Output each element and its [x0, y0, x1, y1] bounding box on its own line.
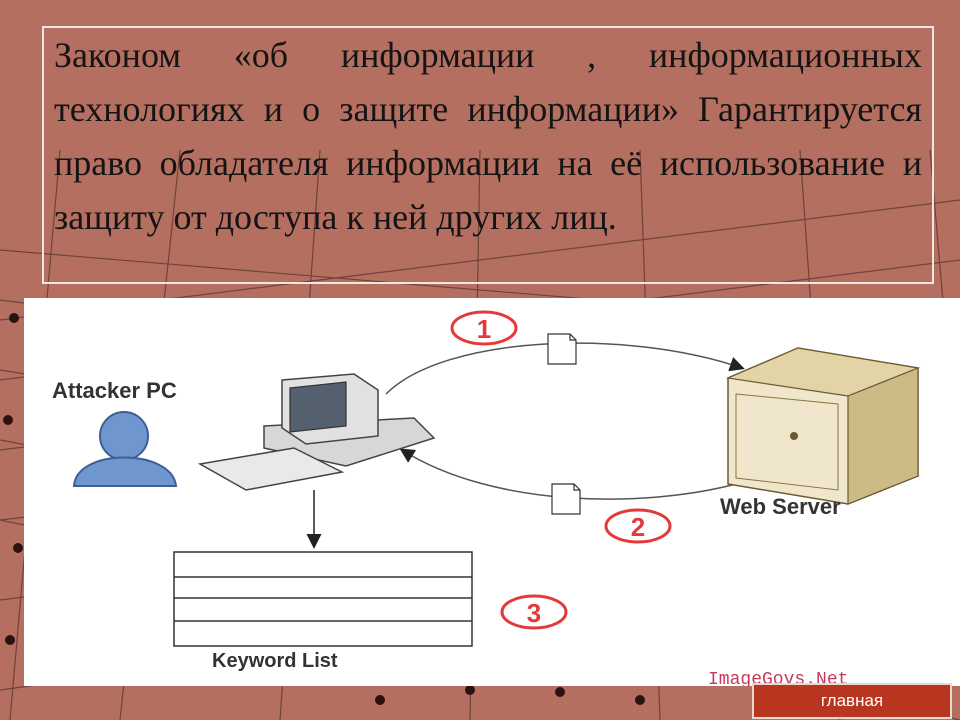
user-icon	[74, 412, 176, 486]
document-icon	[552, 484, 580, 514]
attacker-label: Attacker PC	[52, 378, 177, 403]
computer-icon	[200, 374, 434, 490]
step-3-number: 3	[527, 598, 541, 628]
step-2-number: 2	[631, 512, 645, 542]
slide-text: Законом «об информации , информационных …	[54, 28, 922, 244]
step-1-number: 1	[477, 314, 491, 344]
server-icon	[728, 348, 918, 504]
keyword-list-label: Keyword List	[212, 650, 338, 672]
main-menu-button[interactable]: главная	[752, 683, 952, 719]
keyword-list-table	[174, 552, 472, 646]
diagram-panel: 1 2 3 Attacker PC Web Server	[24, 298, 960, 686]
document-icon	[548, 334, 576, 364]
server-label: Web Server	[720, 494, 841, 519]
diagram: 1 2 3 Attacker PC Web Server	[24, 298, 960, 686]
